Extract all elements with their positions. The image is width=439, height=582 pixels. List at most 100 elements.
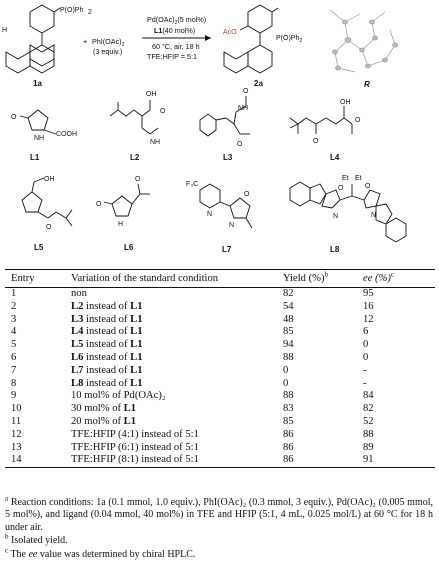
cell-variation: L6 instead of L1 — [71, 352, 283, 365]
product-phosphine-oxide: P(O)Ph2 — [276, 35, 302, 44]
cell-yield: 85 — [283, 326, 294, 338]
cell-entry: 13 — [11, 441, 22, 453]
cell-ee: 89 — [363, 441, 374, 453]
l5-atom-oh: OH — [44, 176, 55, 183]
ligand-l3-structure — [199, 96, 250, 137]
cell-variation: 10 mol% of Pd(OAc)₂ — [71, 390, 283, 403]
l2-atom-o: O — [160, 108, 166, 115]
cell-entry: 1 — [11, 288, 17, 299]
cell-entry: 11 — [11, 415, 22, 427]
ligand-l6-structure — [103, 183, 150, 217]
l4-atom-oh: OH — [340, 99, 351, 106]
cell-entry: 10 — [11, 403, 22, 415]
substrate-structure — [5, 4, 61, 74]
header-entry: Entry — [5, 269, 71, 288]
variation-bold2: L1 — [130, 351, 143, 363]
variation-bold2: L1 — [130, 339, 143, 351]
ligand-l2-structure — [109, 100, 159, 135]
variation-mid: instead of — [83, 339, 131, 351]
cell-ee: 84 — [363, 390, 374, 402]
optimization-table: Entry Variation of the standard conditio… — [5, 269, 435, 469]
cell-ee: - — [363, 377, 367, 389]
l3-atom-nh: NH — [238, 105, 248, 112]
ligand-l4-structure — [289, 106, 353, 134]
variation-pre: TFE:HFIP (6:1) instead of 5:1 — [71, 441, 199, 453]
ligand-l5-structure — [21, 177, 73, 227]
ligand-label-l7: L7 — [222, 245, 232, 254]
header-ee: ee (%)c — [363, 269, 435, 288]
l8-atom-n-2: N — [371, 212, 376, 219]
cell-yield: 0 — [283, 377, 289, 389]
footnotes: a Reaction conditions: 1a (0.1 mmol, 1.0… — [5, 495, 433, 562]
header-variation: Variation of the standard condition — [71, 269, 283, 288]
footnote-b: b Isolated yield. — [5, 532, 68, 547]
variation-pre: non — [71, 288, 87, 299]
ligand-label-l2: L2 — [130, 153, 140, 162]
product-structure — [223, 4, 279, 74]
cell-yield: 88 — [283, 351, 294, 363]
cell-entry: 7 — [11, 364, 17, 376]
cell-variation: L4 instead of L1 — [71, 326, 283, 339]
l4-atom-o: O — [355, 117, 361, 124]
l6-atom-o-ester: O — [135, 176, 141, 183]
cell-yield: 54 — [283, 300, 294, 312]
ligand-label-l8: L8 — [330, 245, 340, 254]
variation-pre: 20 mol% of — [71, 415, 124, 427]
cell-ee: 82 — [363, 403, 374, 415]
reagent: PhI(OAc)2 — [92, 37, 125, 48]
variation-mid: instead of — [83, 377, 131, 389]
reagent-equiv: (3 equiv.) — [93, 47, 122, 56]
cell-ee: 6 — [363, 326, 369, 338]
cell-variation: L3 instead of L1 — [71, 314, 283, 327]
l2-atom-nh: NH — [150, 139, 160, 146]
variation-bold: L2 — [71, 300, 84, 312]
condition-solvent: TFE:HFIP = 5:1 — [147, 52, 197, 61]
l7-atom-f3c: F₃C — [186, 181, 198, 188]
l1-atom-cooh: COOH — [56, 131, 77, 138]
cell-yield: 85 — [283, 415, 294, 427]
table-header-row: Entry Variation of the standard conditio… — [5, 269, 435, 288]
l7-atom-n-pyridine: N — [207, 211, 212, 218]
condition-temp: 60 °C, air, 18 h — [152, 42, 200, 51]
crystal-structure-image — [329, 9, 398, 73]
header-yield: Yield (%)b — [283, 269, 363, 288]
variation-pre: 10 mol% of Pd(OAc)₂ — [71, 390, 166, 402]
variation-bold2: L1 — [130, 300, 143, 312]
ligand-l1-structure — [19, 109, 57, 135]
variation-mid: instead of — [83, 351, 131, 363]
cell-ee: - — [363, 364, 367, 376]
variation-bold: L3 — [71, 313, 84, 325]
ligand-l7-structure — [199, 183, 253, 229]
variation-pre: TFE:HFIP (8:1) instead of 5:1 — [71, 454, 199, 466]
variation-bold2: L1 — [130, 377, 143, 389]
cell-yield: 0 — [283, 364, 289, 376]
cell-variation: L5 instead of L1 — [71, 339, 283, 352]
l5-atom-o: O — [46, 224, 52, 231]
cell-variation: L2 instead of L1 — [71, 301, 283, 314]
cell-yield: 86 — [283, 454, 363, 469]
l2-atom-oh: OH — [146, 91, 157, 98]
cell-entry: 4 — [11, 326, 17, 338]
ligand-label-l4: L4 — [330, 153, 340, 162]
variation-bold: L1 — [123, 403, 137, 415]
cell-entry: 12 — [11, 428, 22, 440]
cell-entry: 3 — [11, 313, 17, 325]
l6-atom-o-ring: O — [96, 201, 102, 208]
arrow-head — [205, 35, 211, 41]
cell-yield: 82 — [283, 288, 294, 299]
cell-yield: 86 — [283, 428, 294, 440]
ligand-label-l1: L1 — [30, 153, 40, 162]
variation-mid: instead of — [83, 326, 131, 338]
variation-bold: L1 — [123, 415, 137, 427]
l8-atom-et-1: Et — [342, 175, 349, 182]
